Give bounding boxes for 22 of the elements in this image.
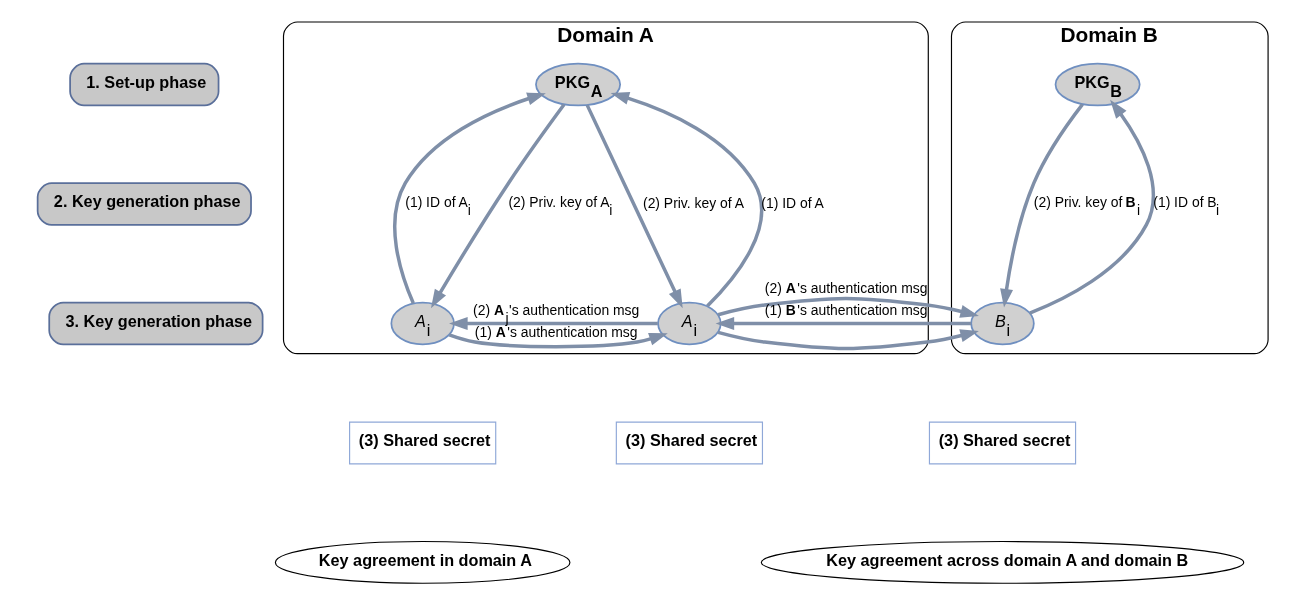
arrow (1028, 99, 1155, 315)
node-box: (3) Shared secret (615, 421, 763, 465)
node-ellipse: Key agreement across domain A and domain B (760, 540, 1244, 584)
arrow (610, 92, 763, 308)
node-box: 1. Set-up phase (68, 62, 219, 107)
arrow (430, 103, 565, 309)
arrow (585, 104, 683, 309)
arrow (717, 296, 979, 351)
node-box: (3) Shared secret (348, 421, 496, 465)
edge-label: (2) A's authentication msg (764, 279, 927, 296)
edge-label: (1) B's authentication msg (764, 301, 927, 318)
node-ellipse: Key agreement in domain A (274, 540, 570, 584)
edge-label: (1) ID of A (760, 194, 824, 211)
arrow (999, 103, 1084, 308)
arrow (448, 317, 658, 331)
node-box: (3) Shared secret (928, 421, 1076, 465)
arrow (392, 92, 546, 304)
edge-label: (2) Priv. key of A (642, 194, 744, 211)
arrow (448, 332, 668, 349)
node-box: 3. Key generation phase (47, 301, 263, 346)
node-box: 2. Key generation phase (36, 182, 252, 226)
arrow (715, 317, 971, 331)
